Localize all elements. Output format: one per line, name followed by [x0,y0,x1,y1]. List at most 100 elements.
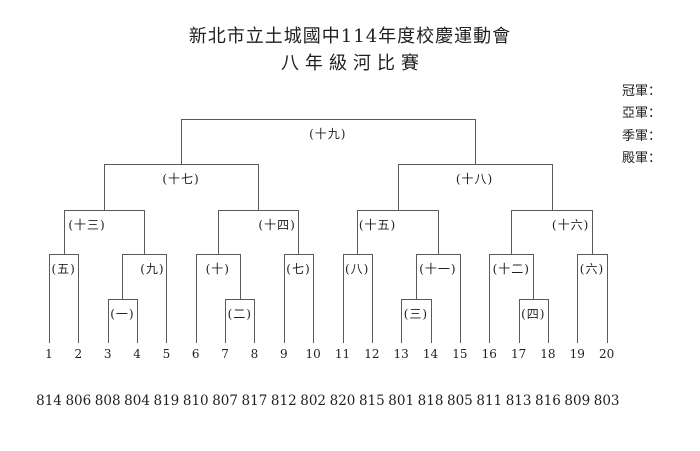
team-number: 802 [300,393,327,409]
bracket-vline [551,164,553,210]
slot-number: 11 [334,347,351,361]
event-title: 新北市立土城國中114年度校慶運動會 [188,26,512,47]
bracket-hline [415,254,461,255]
bracket-vline [258,164,260,210]
team-number: 801 [388,393,415,409]
ranking-label-runner-up: 亞軍： [622,106,662,121]
bracket-vline [401,299,403,343]
match-label: (十四) [258,218,296,232]
bracket-hline [195,254,241,255]
bracket-hline [63,210,146,211]
bracket-vline [63,210,65,254]
match-label: (七) [286,262,311,276]
match-label: (四) [521,307,546,321]
ranking-label-third-place: 季軍： [622,129,662,144]
bracket-hline [107,299,139,300]
match-label: (八) [344,262,370,276]
bracket-vline [606,254,608,343]
slot-number: 9 [279,347,288,361]
ranking-label-champion: 冠軍： [622,84,662,99]
bracket-hline [342,254,373,255]
bracket-vline [313,254,315,343]
team-number: 812 [270,393,297,409]
bracket-vline [591,210,593,254]
team-number: 815 [358,393,385,409]
bracket-vline [137,299,139,343]
slot-number: 13 [393,347,409,361]
bracket-vline [217,210,219,254]
slot-number: 14 [422,347,439,361]
bracket-hline [217,210,300,211]
team-number: 806 [65,393,92,409]
ranking-label-fourth-place: 殿軍： [622,151,662,166]
bracket-vline [547,299,549,343]
bracket-vline [459,254,461,343]
match-label: (十二) [492,262,530,276]
slot-number: 16 [481,347,497,361]
bracket-hline [511,210,593,211]
match-label: (六) [579,262,605,276]
slot-number: 12 [364,347,380,361]
bracket-hline [181,119,476,120]
slot-number: 10 [305,347,321,361]
team-number: 813 [505,393,532,409]
bracket-vline [107,299,109,343]
team-number: 817 [241,393,268,409]
match-label: (三) [403,307,429,321]
bracket-hline [489,254,535,255]
bracket-vline [577,254,579,343]
match-label: (九) [140,262,165,276]
bracket-vline [397,164,399,210]
bracket-vline [78,254,80,343]
bracket-vline [195,254,197,343]
match-label: (十三) [68,218,106,232]
team-number: 810 [182,393,209,409]
bracket-vline [122,254,124,299]
slot-number: 7 [221,347,229,361]
team-number: 811 [476,393,503,409]
bracket-hline [104,164,260,165]
match-label: (五) [51,262,76,276]
match-label: (十六) [551,218,590,232]
bracket-hline [122,254,168,255]
slot-number: 18 [540,347,556,361]
team-number: 805 [447,393,473,409]
bracket-vline [474,119,476,164]
bracket-vline [283,254,285,343]
match-label: (一) [110,307,135,321]
team-number: 808 [94,393,121,409]
slot-number: 4 [133,347,141,361]
bracket-vline [298,210,300,254]
slot-number: 8 [250,347,259,361]
bracket-vline [371,254,373,343]
slot-number: 20 [599,347,615,361]
match-label: (十七) [162,172,200,186]
bracket-hline [577,254,608,255]
bracket-hline [49,254,80,255]
team-number: 816 [535,393,561,409]
slot-number: 6 [191,347,200,361]
event-subtitle: 八年級河比賽 [281,53,425,74]
bracket-vline [489,254,491,343]
bracket-vline [437,210,439,254]
bracket-vline [518,299,520,343]
slot-number: 19 [569,347,585,361]
slot-number: 1 [45,347,53,361]
bracket-vline [511,210,513,254]
match-label: (十八) [455,172,494,186]
bracket-vline [533,254,535,299]
match-label: (十) [205,262,230,276]
bracket-vline [415,254,417,299]
bracket-vline [181,119,183,164]
team-number: 809 [564,393,591,409]
bracket-hline [518,299,549,300]
slot-number: 17 [510,347,527,361]
match-label: (十五) [358,218,397,232]
bracket-vline [357,210,359,254]
slot-number: 5 [162,347,171,361]
bracket-hline [397,164,553,165]
bracket-vline [166,254,168,343]
team-number: 820 [329,393,356,409]
